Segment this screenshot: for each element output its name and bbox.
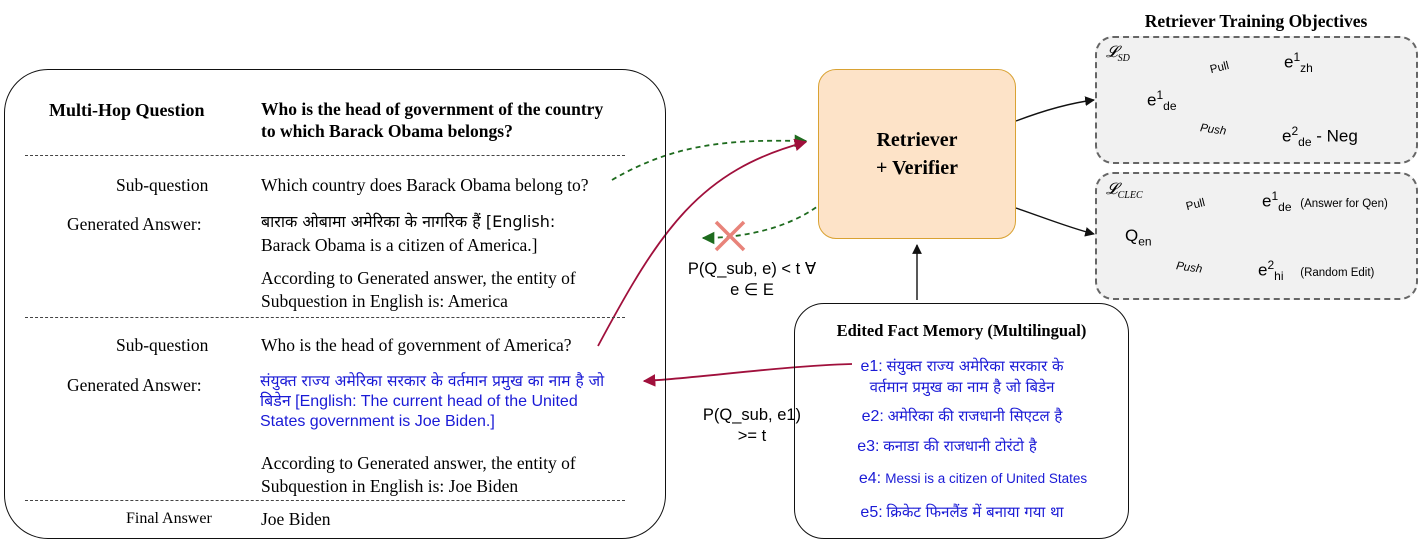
reject-condition: P(Q_sub, e) < t ∀ e ∈ E	[672, 259, 832, 301]
divider-3	[25, 500, 625, 501]
divider-1	[25, 155, 625, 156]
memory-item-e5: e5: क्रिकेट फिनलैंड में बनाया गया था	[842, 502, 1082, 523]
gen2-line-3: States government is Joe Biden.]	[260, 413, 495, 430]
memory-item-e1: e1: संयुक्त राज्य अमेरिका सरकार के वर्तम…	[842, 356, 1082, 397]
clec-negative-note: (Random Edit)	[1300, 266, 1375, 279]
memory-e1-line-2: वर्तमान प्रमुख का नाम है जो बिडेन	[869, 378, 1055, 396]
generated-answer-text-2: संयुक्त राज्य अमेरिका सरकार के वर्तमान प…	[260, 371, 604, 433]
sd-loss-label: 𝓛SD	[1106, 44, 1130, 65]
memory-item-e2: e2: अमेरिका की राजधानी सिएटल है	[842, 406, 1082, 427]
clec-negative: e2hi (Random Edit)	[1258, 258, 1375, 284]
memory-e1-line-1: संयुक्त राज्य अमेरिका सरकार के	[886, 357, 1064, 375]
entity-text-1: According to Generated answer, the entit…	[261, 267, 576, 312]
sub-question-label-2: Sub-question	[116, 335, 209, 355]
retriever-verifier-box: Retriever + Verifier	[818, 69, 1016, 239]
memory-item-e3: e3: कनाडा की राजधानी टोरंटो है	[842, 436, 1052, 457]
sd-anchor: e1de	[1147, 88, 1177, 114]
entity2-line-1: According to Generated answer, the entit…	[261, 453, 576, 473]
memory-e4-text: Messi is a citizen of United States	[885, 471, 1088, 486]
clec-loss-box	[1095, 172, 1418, 300]
clec-loss-label: 𝓛CLEC	[1106, 181, 1143, 202]
memory-title: Edited Fact Memory (Multilingual)	[836, 321, 1087, 340]
edited-fact-memory-box	[794, 303, 1129, 539]
multi-hop-line-1: Who is the head of government of the cou…	[261, 99, 604, 119]
retriever-line-2: + Verifier	[876, 157, 958, 179]
entity2-line-2: Subquestion in English is: Joe Biden	[261, 476, 519, 496]
memory-e2-text: अमेरिका की राजधानी सिएटल है	[887, 407, 1063, 425]
gen1-line-1: बाराक ओबामा अमेरिका के नागरिक हैं [Engli…	[261, 212, 556, 231]
clec-loss-sub: CLEC	[1117, 190, 1143, 202]
clec-positive-note: (Answer for Qen)	[1300, 197, 1388, 210]
to-clec-arrow	[1015, 207, 1095, 237]
generated-answer-label-2: Generated Answer:	[67, 375, 202, 395]
sub-question-text-2: Who is the head of government of America…	[261, 335, 572, 355]
clec-positive: e1de (Answer for Qen)	[1262, 189, 1388, 215]
memory-id-e4: e4:	[858, 470, 882, 487]
memory-id-e2: e2:	[861, 408, 884, 425]
multi-hop-question: Who is the head of government of the cou…	[261, 98, 603, 142]
multi-hop-label: Multi-Hop Question	[49, 100, 205, 120]
sd-loss-box	[1095, 36, 1418, 164]
memory-id-e3: e3:	[857, 438, 880, 455]
gen1-line-2: Barack Obama is a citizen of America.]	[261, 235, 538, 255]
sub-question-text-1: Which country does Barack Obama belong t…	[261, 175, 589, 195]
entity-text-2: According to Generated answer, the entit…	[261, 452, 576, 497]
accept-line-2: >= t	[737, 427, 767, 445]
gen2-line-1: संयुक्त राज्य अमेरिका सरकार के वर्तमान प…	[260, 372, 605, 390]
sub-question-label-1: Sub-question	[116, 175, 209, 195]
entity1-line-2: Subquestion in English is: America	[261, 291, 508, 311]
memory-e5-text: क्रिकेट फिनलैंड में बनाया गया था	[886, 503, 1064, 521]
objectives-title: Retriever Training Objectives	[1144, 11, 1368, 31]
memory-id-e5: e5:	[860, 504, 883, 521]
generated-answer-text-1: बाराक ओबामा अमेरिका के नागरिक हैं [Engli…	[261, 211, 555, 256]
entity1-line-1: According to Generated answer, the entit…	[261, 268, 576, 288]
reasoning-panel	[4, 69, 666, 539]
memory-id-e1: e1:	[860, 358, 883, 375]
sd-negative: e2de - Neg	[1282, 124, 1358, 150]
reject-line-1: P(Q_sub, e) < t ∀	[687, 260, 817, 278]
to-sd-arrow	[1015, 96, 1095, 122]
sd-loss-sub: SD	[1117, 53, 1130, 65]
gen2-line-2: बिडेन [English: The current head of the …	[260, 392, 578, 410]
accept-line-1: P(Q_sub, e1)	[702, 406, 802, 424]
query-arrow	[611, 134, 808, 181]
reject-arrow	[701, 195, 831, 245]
retriever-line-1: Retriever	[876, 129, 958, 151]
accept-condition: P(Q_sub, e1) >= t	[672, 405, 832, 447]
sd-positive: e1zh	[1284, 50, 1313, 76]
divider-2	[25, 317, 625, 318]
reject-cross-icon	[714, 220, 746, 252]
final-answer-label: Final Answer	[126, 510, 212, 527]
query-arrow-2	[597, 138, 808, 347]
clec-anchor: Qen	[1125, 226, 1152, 249]
multi-hop-line-2: to which Barack Obama belongs?	[261, 121, 513, 141]
memory-item-e4: e4: Messi is a citizen of United States	[842, 469, 1104, 489]
generated-answer-label-1: Generated Answer:	[67, 214, 202, 234]
reject-line-2: e ∈ E	[730, 281, 774, 299]
memory-e3-text: कनाडा की राजधानी टोरंटो है	[883, 437, 1037, 455]
final-answer-text: Joe Biden	[261, 509, 331, 529]
